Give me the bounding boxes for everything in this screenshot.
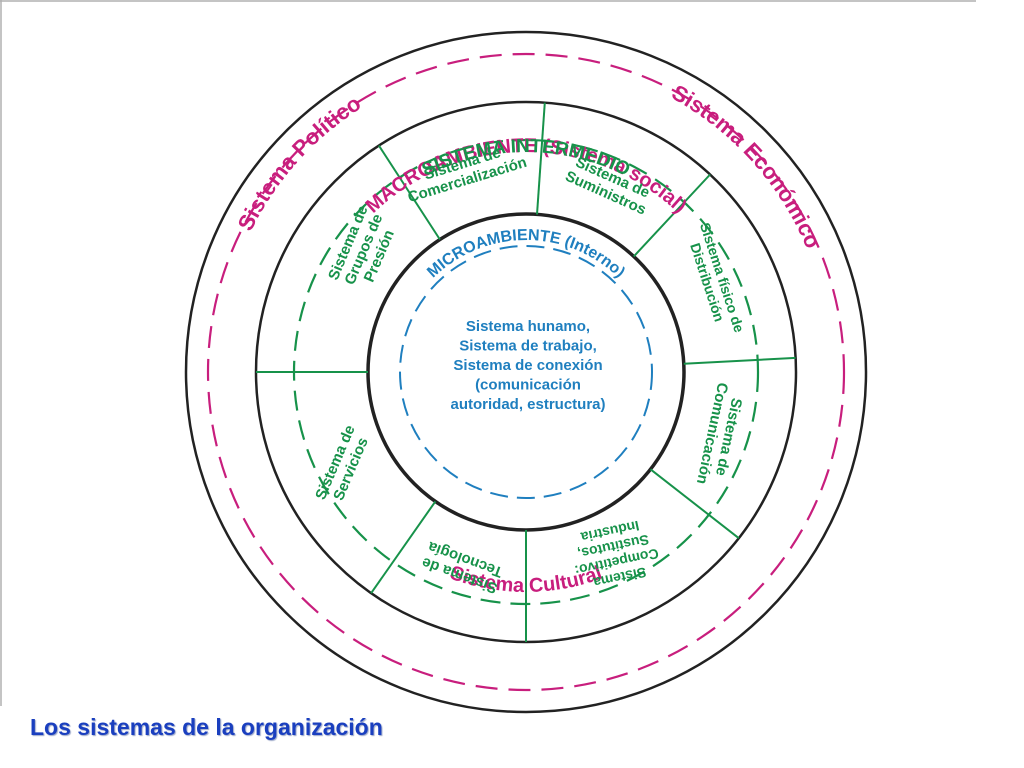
sector-label: Sistema deComunicación (693, 381, 748, 489)
micro-dashed-ring (399, 245, 653, 499)
micro-content-line: Sistema hunamo, (466, 318, 590, 335)
micro-content-line: Sistema de trabajo, (459, 338, 597, 355)
micro-content: Sistema hunamo, Sistema de trabajo, Sistem… (450, 318, 605, 413)
outer-ring (184, 30, 868, 714)
sector-divider (649, 468, 740, 539)
sector-divider (536, 102, 546, 215)
sector-label: Sistema deGrupos dePresión (325, 203, 403, 296)
micro-content-line: (comunicación (475, 377, 581, 394)
sector-label: Sistema deTecnología (419, 538, 505, 597)
sector-divider (683, 356, 796, 365)
sector-dividers (256, 102, 796, 642)
sector-divider (370, 500, 437, 594)
macro-dashed-ring (206, 52, 846, 692)
macro-political-label: Sistema Político (233, 90, 366, 234)
sector-label: Sistema deServicios (312, 423, 374, 509)
sector-divider (378, 145, 441, 241)
sector-label: Sistema físico deDistribución (682, 221, 747, 340)
slide-caption: Los sistemas de la organización (30, 714, 383, 740)
micro-content-line: Sistema de conexión (453, 357, 602, 374)
sector-divider (633, 173, 711, 258)
micro-title: MICROAMBIENTE (Interno) (424, 227, 628, 281)
micro-content-line: autoridad, estructura) (450, 396, 605, 413)
macro-economic-label: Sistema Económico (668, 80, 826, 252)
